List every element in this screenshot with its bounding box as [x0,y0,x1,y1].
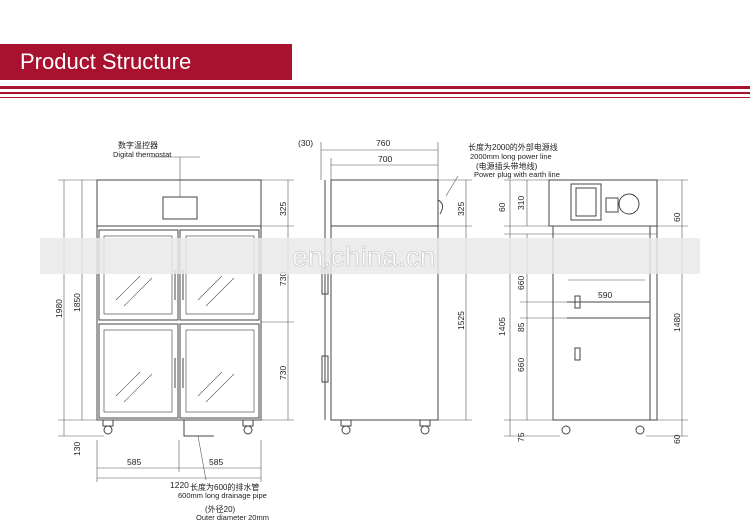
dim-bottom-right: 60 [672,434,682,444]
front-view: 数字温控器 Digital thermostat 1980 1850 130 3… [54,140,294,522]
section-caster [635,425,645,435]
dim-left-width: 585 [127,457,141,467]
section-caster [561,425,571,435]
dim-compressor: 310 [516,196,526,210]
drain-label-en: 600mm long drainage pipe [178,491,267,500]
dim-top-panel: 325 [278,202,288,216]
dim-interior-total: 1405 [497,317,507,336]
section-title: Product Structure [20,49,192,74]
compressor-housing [548,179,658,227]
glass-reflection [205,373,235,403]
power-leader [445,175,459,197]
dim-upper-zone: 660 [516,276,526,290]
front-foot [242,419,254,427]
side-handle [321,355,329,383]
glass-reflection [123,277,153,307]
divider-rule [0,97,750,98]
section-view: 60 310 60 660 85 660 1405 75 590 1480 60 [497,179,688,444]
dim-height-body: 1850 [72,293,82,312]
dim-total-width: 1220 [170,480,189,490]
side-foot [340,419,352,427]
glass-reflection [123,373,153,403]
glass-reflection [115,371,141,397]
front-foot [102,419,114,427]
dim-body-height: 1525 [456,311,466,330]
glass-pane [185,329,255,413]
watermark-text: en.china.cn [292,241,435,272]
dim-depth-body: 700 [378,154,392,164]
side-caster [420,425,430,435]
thermostat-label-en: Digital thermostat [113,150,172,159]
watermark-band [40,238,700,274]
compressor-body [575,187,597,217]
dim-right-width: 585 [209,457,223,467]
door-upper-left [98,229,179,321]
side-view: (30) 760 700 325 1525 长度为2000的外部电源线 2000… [298,138,560,435]
power-cable [437,199,444,215]
dim-right-total: 1480 [672,313,682,332]
drain-outer-cn: (外径20) [205,504,236,514]
glass-reflection [197,371,223,397]
dim-height-feet: 130 [72,442,82,456]
glass-pane [103,235,173,315]
power-label-cn: 长度为2000的外部电源线 [468,142,558,152]
dim-side-top-panel: 325 [456,202,466,216]
glass-reflection [197,275,223,301]
shelf-bracket [574,347,581,361]
dim-shelf-gap: 85 [516,322,526,332]
front-cabinet-outline [96,179,262,421]
dim-bottom: 75 [516,432,526,442]
door-lower-right [179,323,260,419]
side-caster [341,425,351,435]
plug-label-cn: (电源插头带地线) [476,161,538,171]
dim-upper-door: 730 [278,272,288,286]
compressor-fitting [605,197,619,213]
front-caster [243,425,253,435]
dim-shelf-width: 590 [598,290,612,300]
thermostat-label-cn: 数字温控器 [118,140,158,150]
side-cabinet-outline [330,179,439,421]
door-lower-left [98,323,179,419]
shelf-bracket [574,295,581,309]
drain-leader [197,435,207,481]
door-upper-right [179,229,260,321]
compressor-unit [570,183,602,221]
power-label-en: 2000mm long power line [470,152,552,161]
plug-label-en: Power plug with earth line [474,170,560,179]
side-foot [419,419,431,427]
section-banner: Product Structure [0,44,292,80]
divider-rule [0,86,750,89]
dim-lower-door: 730 [278,366,288,380]
drainage-pipe [183,420,214,437]
drain-label-cn: 长度为600的排水管 [190,482,259,492]
compressor-motor [618,193,640,215]
thermostat-display [162,196,198,220]
glass-pane [185,235,255,315]
dim-height-total: 1980 [54,299,64,318]
dim-lower-zone: 660 [516,358,526,372]
glass-reflection [115,275,141,301]
dim-top-left: 60 [497,202,507,212]
dim-top-right: 60 [672,212,682,222]
front-caster [103,425,113,435]
dim-depth-total: 760 [376,138,390,148]
divider-rule [0,92,750,94]
glass-pane [103,329,173,413]
drain-outer-en: Outer diameter 20mm [196,513,269,522]
dim-offset: (30) [298,138,313,148]
glass-reflection [205,277,235,307]
